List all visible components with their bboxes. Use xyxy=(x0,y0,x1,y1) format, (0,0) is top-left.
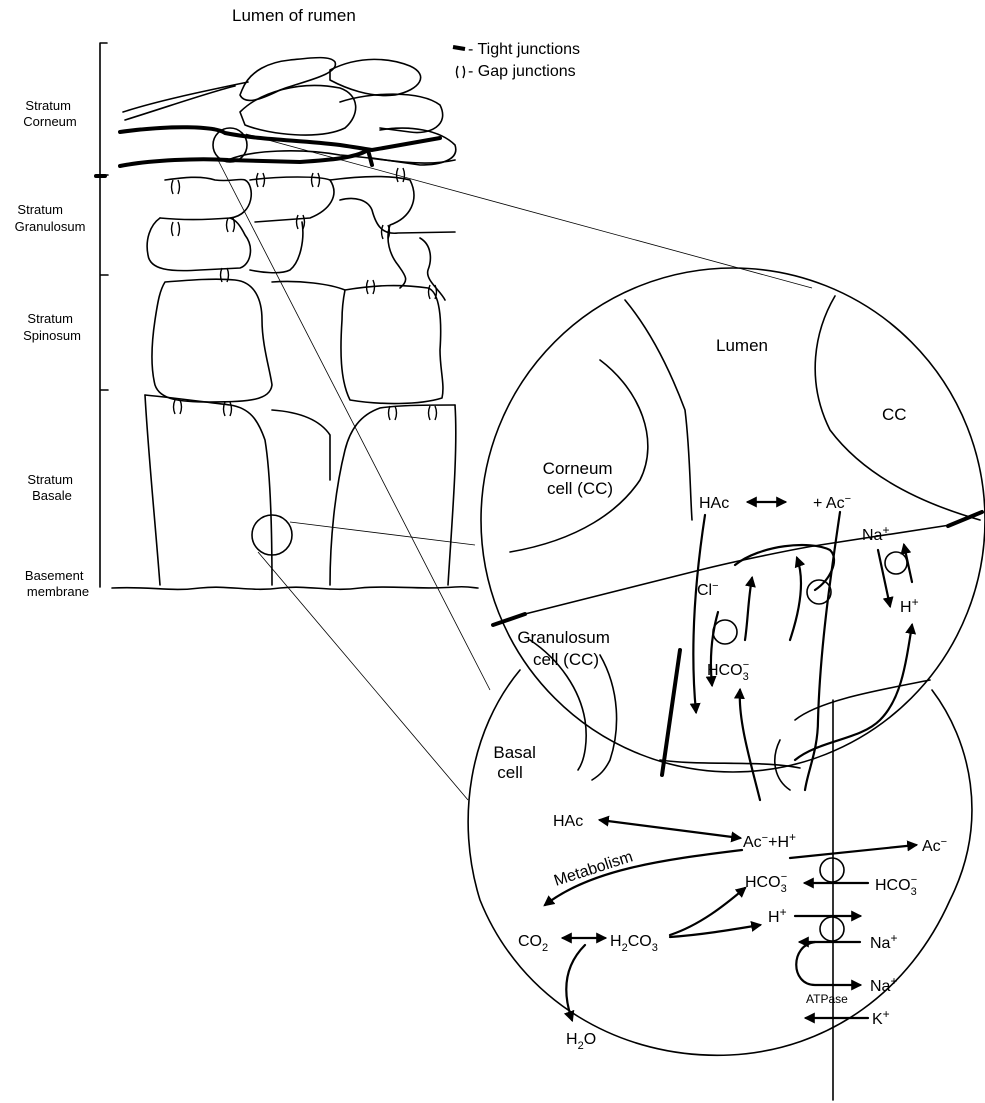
exchanger-cl-hco3 xyxy=(713,620,737,644)
label-stratum-spinosum: Stratum Spinosum xyxy=(23,311,81,343)
label-hco3-out: HCO3− xyxy=(875,874,917,898)
label-co2: CO2 xyxy=(518,933,548,954)
transporter-ac xyxy=(820,858,844,882)
lower-circle: Basal cell HAc Ac−+H+ Metabolism Ac− HCO… xyxy=(468,670,972,1100)
label-corneum-cell: Corneum cell (CC) xyxy=(543,459,618,498)
label-na-upper: Na+ xyxy=(862,523,889,544)
label-cc: CC xyxy=(882,405,907,424)
exchanger-na-h xyxy=(885,552,907,574)
label-ac-out: Ac− xyxy=(922,836,947,855)
gap-junction-legend-mark xyxy=(457,66,465,78)
label-ac-h: Ac−+H+ xyxy=(743,830,796,851)
label-basement-membrane: Basement membrane xyxy=(25,568,89,599)
epithelium-tissue xyxy=(112,58,478,590)
strata-labels: Stratum Corneum Stratum Granulosum Strat… xyxy=(15,98,89,599)
label-hac-upper: HAc xyxy=(699,495,729,512)
label-cl-upper: Cl− xyxy=(697,580,719,599)
arrow-co2-h2o xyxy=(566,945,585,1020)
tight-junction-legend-mark xyxy=(453,47,465,49)
upper-circle: Lumen CC Corneum cell (CC) Granulosum ce… xyxy=(481,268,985,800)
label-h2co3: H2CO3 xyxy=(610,933,658,954)
gap-junction-legend-label: - Gap junctions xyxy=(468,63,576,80)
label-granulosum-cell: Granulosum cell (CC) xyxy=(517,628,614,669)
label-na-1: Na+ xyxy=(870,931,897,952)
gap-junctions xyxy=(172,168,437,420)
label-basal-cell: Basal cell xyxy=(493,743,540,782)
label-h-upper: H+ xyxy=(900,595,919,616)
arrow-ac-out xyxy=(790,845,916,858)
label-h-out: H+ xyxy=(768,905,787,926)
arrow-hac-ac xyxy=(600,820,740,838)
strata-bracket xyxy=(100,43,108,587)
exchanger-na-h-lower xyxy=(820,917,844,941)
diagram-title: Lumen of rumen xyxy=(232,6,356,25)
label-na-2: Na+ xyxy=(870,974,897,995)
label-ac-upper: + Ac− xyxy=(813,493,851,512)
tight-junction-legend-label: - Tight junctions xyxy=(468,41,580,58)
label-stratum-corneum: Stratum Corneum xyxy=(23,98,76,129)
label-atpase: ATPase xyxy=(806,992,848,1006)
legend: - Tight junctions - Gap junctions xyxy=(453,41,580,80)
label-h2o: H2O xyxy=(566,1031,596,1052)
label-hco3-upper: HCO3− xyxy=(707,659,749,683)
label-hac-lower: HAc xyxy=(553,813,583,830)
zoom-guides xyxy=(218,134,812,800)
label-stratum-granulosum: Stratum Granulosum xyxy=(15,202,86,234)
label-k: K+ xyxy=(872,1007,890,1028)
atpase-loop xyxy=(796,942,860,985)
label-lumen: Lumen xyxy=(716,336,768,355)
label-stratum-basale: Stratum Basale xyxy=(27,472,76,503)
label-hco3-in: HCO3− xyxy=(745,871,787,895)
